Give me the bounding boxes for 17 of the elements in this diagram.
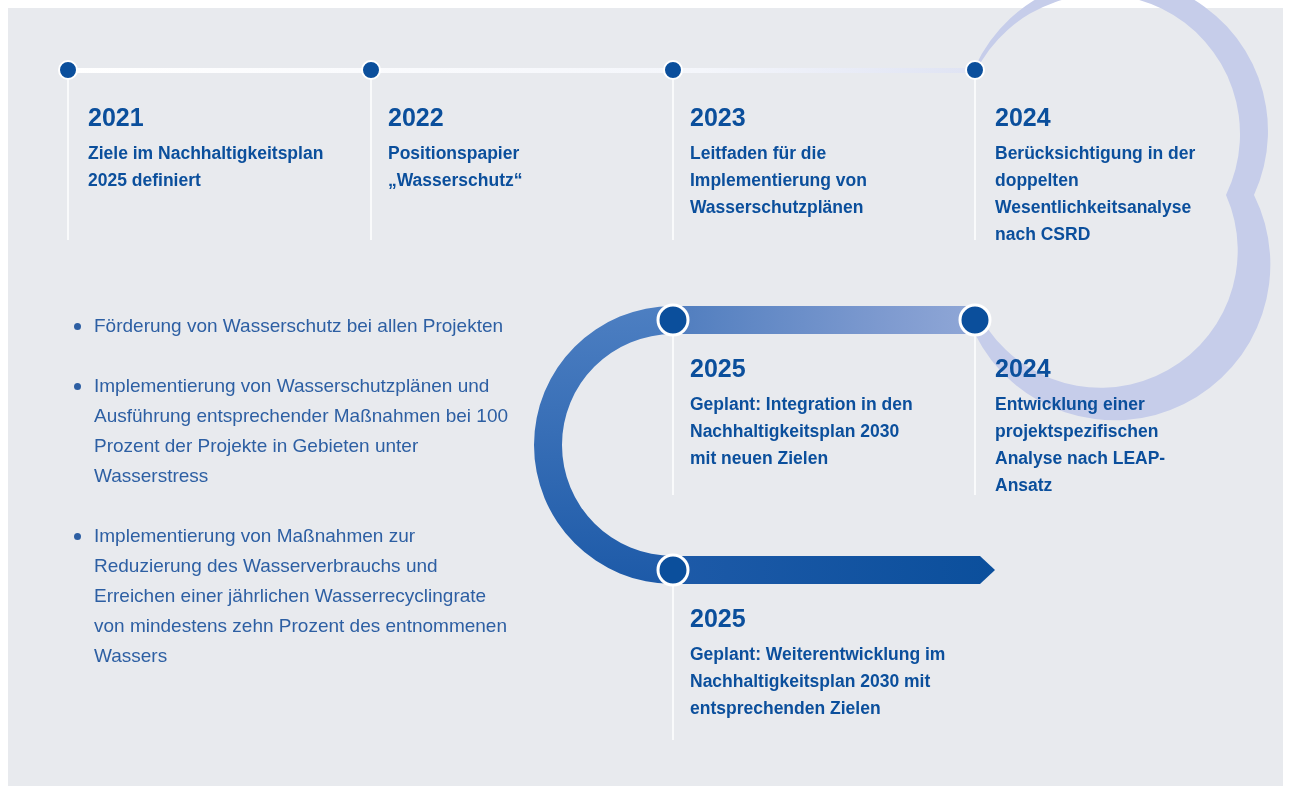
goal-text: Implementierung von Maßnahmen zur Reduzierung des Wasserverbrauchs und Erreichen einer jährlichen Wasserrecyclingrate von mindestens zehn Prozent des entnommenen Wassers — [94, 524, 508, 668]
year-label: 2025 — [690, 354, 746, 383]
milestone-text: Ziele im Nachhaltigkeitsplan 2025 definiert — [88, 142, 325, 192]
milestone-text: Geplant: Weiterentwicklung im Nachhaltigkeitsplan 2030 mit entsprechenden Zielen — [690, 643, 947, 720]
milestone-text: Berücksichtigung in der doppelten Wesentlichkeitsanalyse nach CSRD — [995, 142, 1197, 246]
year-label: 2023 — [690, 103, 746, 132]
milestone-text: Entwicklung einer projektspezifischen Analyse nach LEAP-Ansatz — [995, 393, 1167, 497]
milestone-text: Leitfaden für die Implementierung von Wasserschutzplänen — [690, 142, 868, 219]
milestone-text: Positionspapier „Wasserschutz“ — [388, 142, 524, 192]
goal-text: Implementierung von Wasserschutzplänen und Ausführung entsprechender Maßnahmen bei 100 Prozent der Projekte in Gebieten unter Wasserstress — [94, 374, 510, 488]
year-label: 2024 — [995, 103, 1051, 132]
year-label: 2025 — [690, 604, 746, 633]
milestone-text: Geplant: Integration in den Nachhaltigkeitsplan 2030 mit neuen Zielen — [690, 393, 914, 470]
goal-text: Förderung von Wasserschutz bei allen Projekten — [94, 314, 505, 338]
year-label: 2024 — [995, 354, 1051, 383]
year-label: 2022 — [388, 103, 444, 132]
year-label: 2021 — [88, 103, 144, 132]
